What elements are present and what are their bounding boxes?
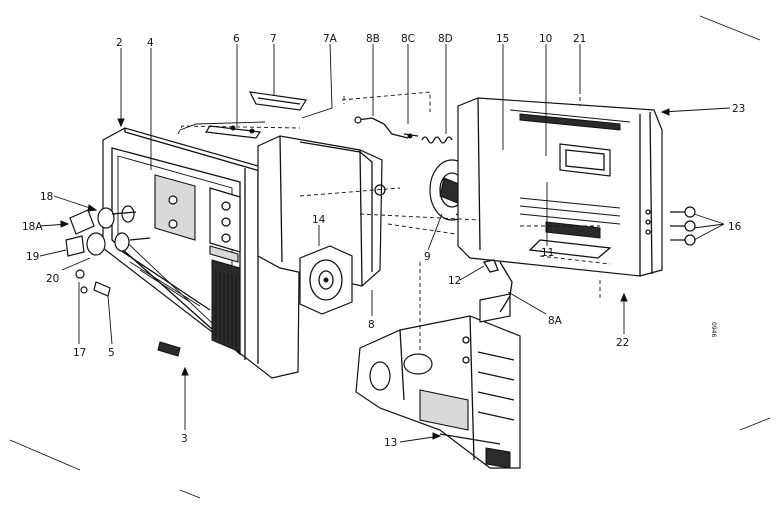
spring-and-wires [341, 91, 453, 144]
arrowheads [60, 108, 670, 440]
chassis-13 [355, 293, 521, 469]
label-4: 4 [147, 37, 154, 49]
speaker [299, 245, 353, 315]
label-8a: 8A [548, 315, 563, 327]
label-17: 17 [73, 347, 86, 359]
label-7: 7 [270, 33, 277, 45]
label-8c: 8C [401, 33, 415, 45]
label-21: 21 [573, 33, 586, 45]
rear-cabinet [457, 90, 663, 277]
label-18a: 18A [22, 221, 43, 233]
assembly-lines [177, 96, 611, 350]
label-14: 14 [312, 214, 326, 226]
deck-housing [257, 135, 386, 287]
control-knobs [65, 205, 151, 297]
label-7a: 7A [323, 33, 338, 45]
label-12: 12 [448, 275, 461, 287]
label-23: 23 [732, 103, 745, 115]
label-8b: 8B [366, 33, 380, 45]
label-3: 3 [181, 433, 188, 445]
label-16: 16 [728, 221, 742, 233]
screws-16 [670, 206, 696, 246]
label-13: 13 [384, 437, 397, 449]
label-8d: 8D [438, 33, 453, 45]
front-cabinet [102, 127, 301, 379]
drawing-code: 0946 [710, 322, 717, 337]
label-10: 10 [539, 33, 552, 45]
label-6: 6 [233, 33, 240, 45]
page-frame [9, 15, 771, 499]
label-18: 18 [40, 191, 53, 203]
part-labels: 2 4 6 7 7A 8B 8C 8D 15 10 21 23 18 18A 1… [22, 33, 745, 449]
label-5: 5 [108, 347, 115, 359]
label-8: 8 [368, 319, 375, 331]
spring-8a [482, 259, 513, 313]
label-15: 15 [496, 33, 509, 45]
label-19: 19 [26, 251, 39, 263]
label-2: 2 [116, 37, 123, 49]
label-22: 22 [616, 337, 629, 349]
label-9: 9 [424, 251, 431, 263]
label-11: 11 [541, 247, 554, 259]
label-20: 20 [46, 273, 59, 285]
top-bracket-parts [179, 91, 307, 139]
